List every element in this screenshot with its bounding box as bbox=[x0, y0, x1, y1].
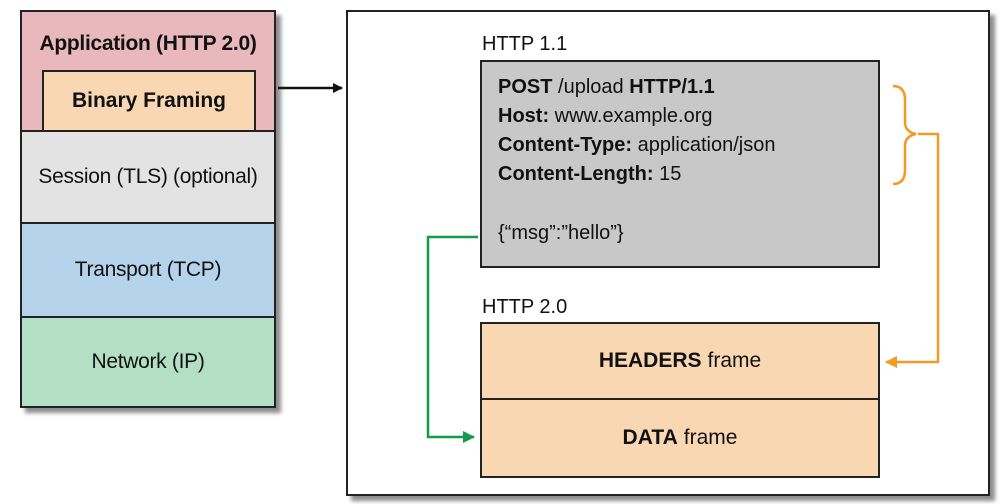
data-frame-word: frame bbox=[683, 426, 738, 449]
protocol-stack: Application (HTTP 2.0) Binary Framing Se… bbox=[20, 10, 276, 408]
binary-framing-label: Binary Framing bbox=[71, 89, 227, 112]
http20-label: HTTP 2.0 bbox=[482, 296, 568, 318]
host-header-name: Host: bbox=[498, 105, 550, 127]
content-type-header-name: Content-Type: bbox=[498, 134, 633, 156]
network-layer-label: Network (IP) bbox=[91, 350, 205, 373]
request-line: POST /upload HTTP/1.1 bbox=[498, 76, 715, 99]
content-length-header-value: 15 bbox=[653, 163, 682, 185]
http11-request-box: POST /upload HTTP/1.1 Host: www.example.… bbox=[480, 60, 880, 268]
data-frame-type: DATA bbox=[622, 426, 678, 449]
request-version: HTTP/1.1 bbox=[629, 76, 715, 98]
network-layer: Network (IP) bbox=[22, 318, 274, 406]
http11-label: HTTP 1.1 bbox=[482, 33, 568, 55]
host-header-value: www.example.org bbox=[549, 105, 713, 127]
request-method: POST bbox=[498, 76, 553, 98]
request-body: {“msg”:”hello”} bbox=[498, 222, 624, 244]
request-path: /upload bbox=[552, 76, 630, 98]
transport-layer: Transport (TCP) bbox=[22, 224, 274, 318]
content-length-header-name: Content-Length: bbox=[498, 163, 654, 185]
application-layer-label: Application (HTTP 2.0) bbox=[39, 32, 257, 55]
headers-frame-word: frame bbox=[707, 349, 762, 372]
content-length-header: Content-Length: 15 bbox=[498, 163, 681, 186]
content-type-header: Content-Type: application/json bbox=[498, 134, 776, 157]
binary-framing-layer: Binary Framing bbox=[42, 70, 256, 130]
session-layer: Session (TLS) (optional) bbox=[22, 132, 274, 224]
host-header: Host: www.example.org bbox=[498, 105, 713, 128]
headers-frame-type: HEADERS bbox=[598, 349, 702, 372]
transport-layer-label: Transport (TCP) bbox=[74, 258, 222, 281]
session-layer-label: Session (TLS) (optional) bbox=[38, 165, 258, 188]
content-type-header-value: application/json bbox=[632, 134, 776, 156]
